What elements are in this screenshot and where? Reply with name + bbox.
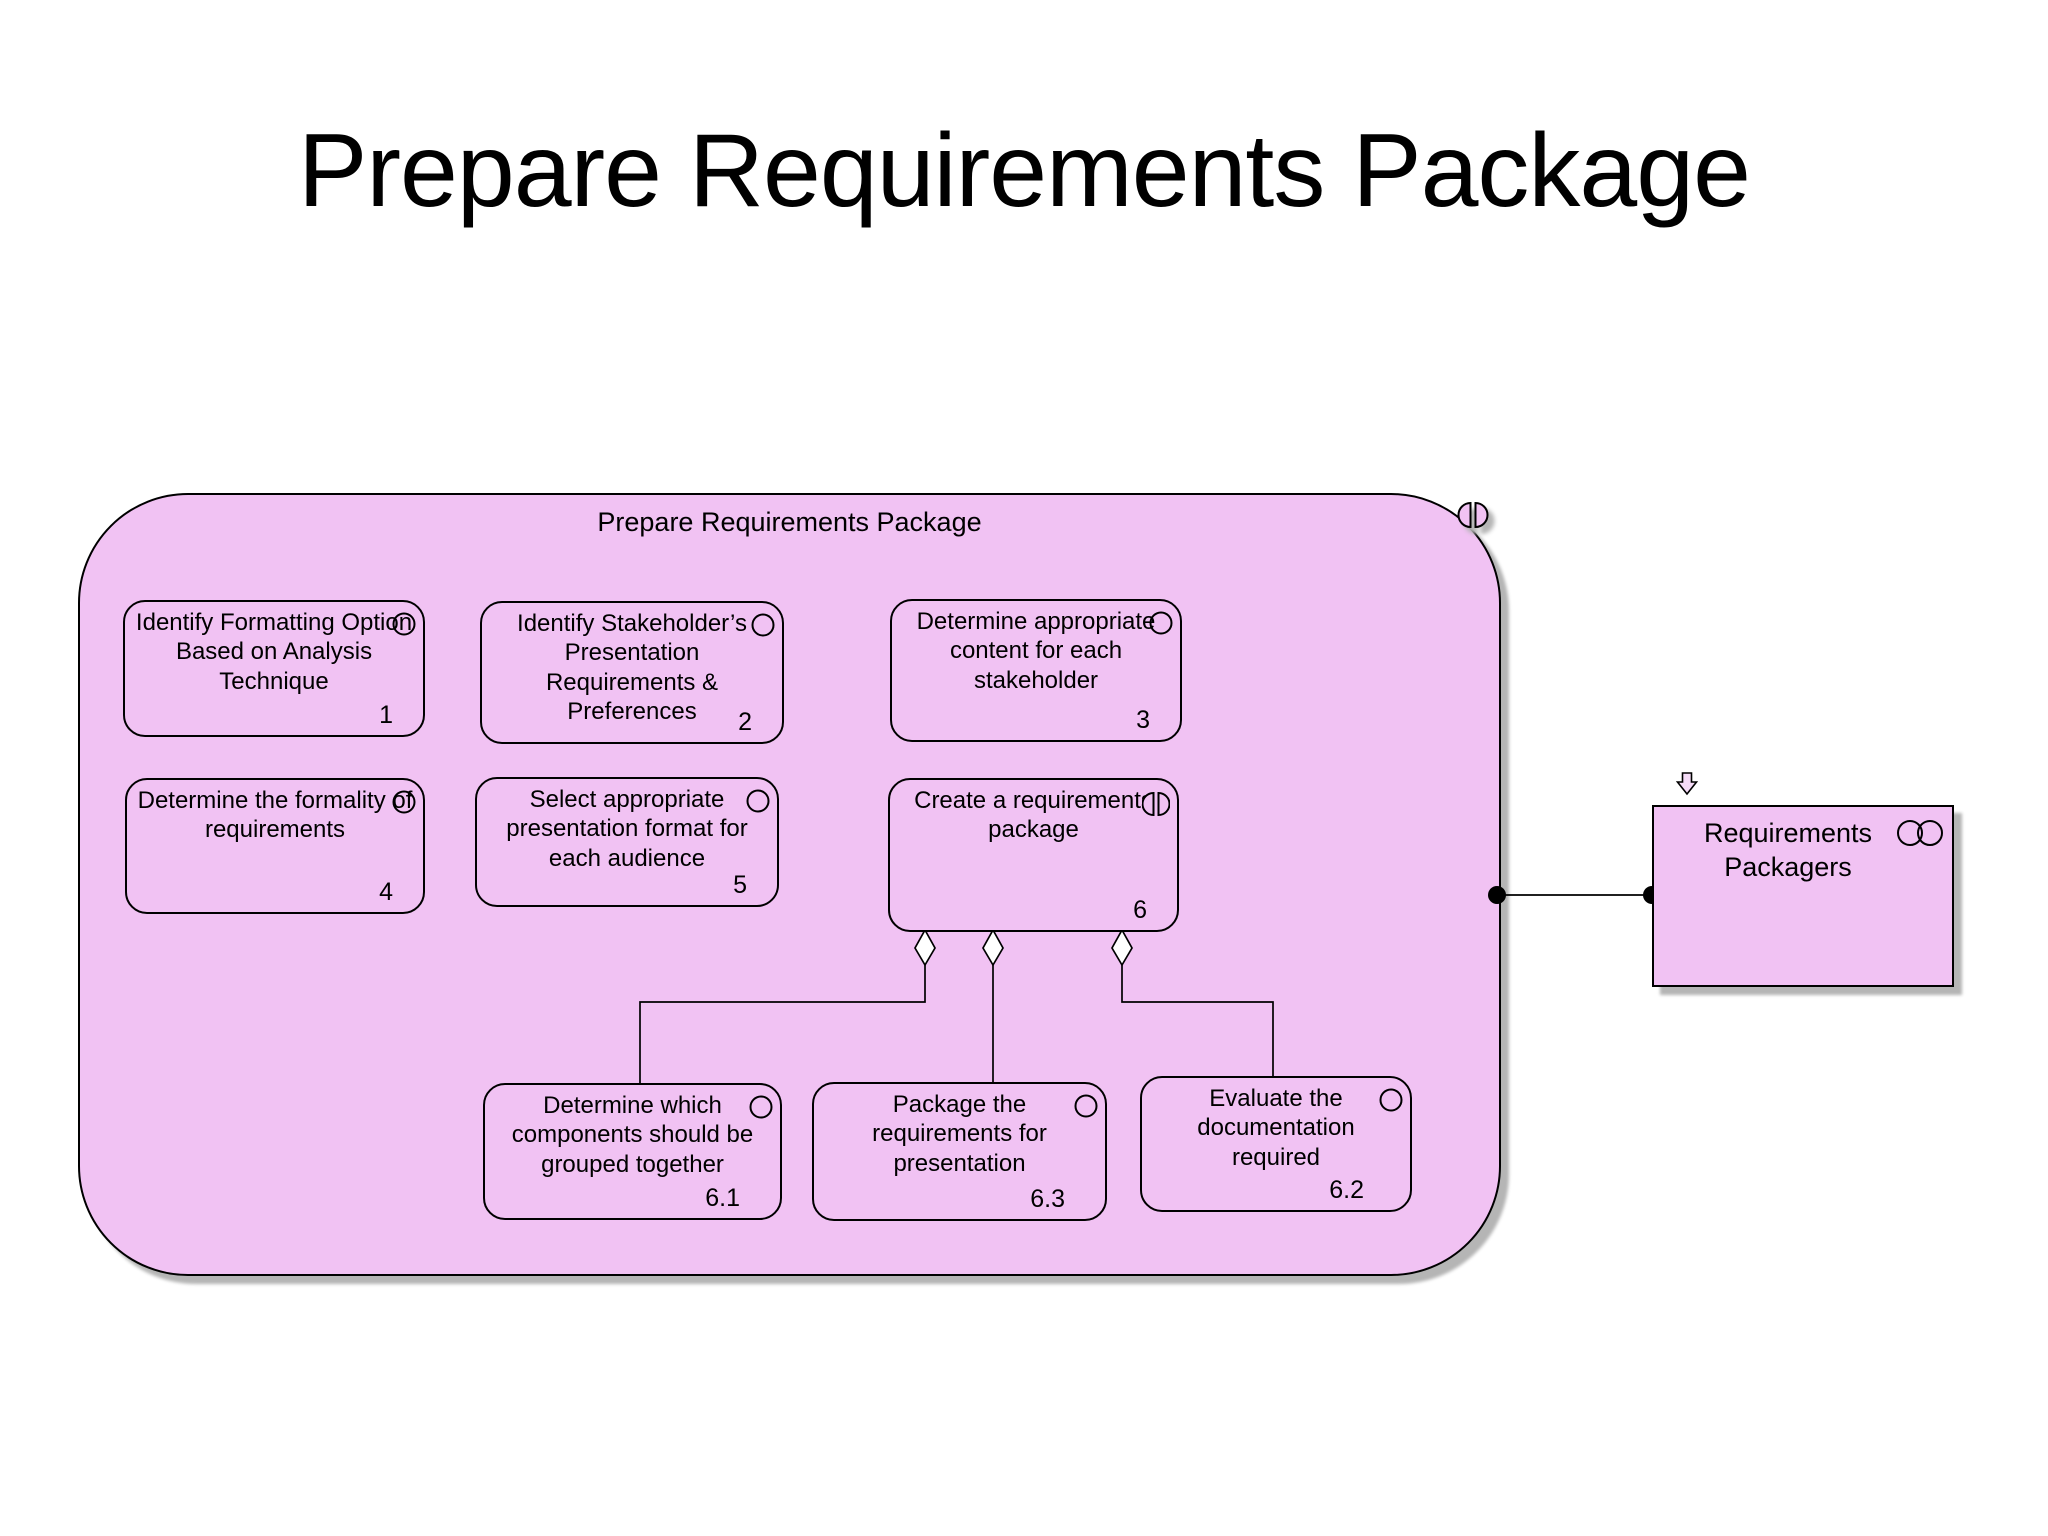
page-title: Prepare Requirements Package (298, 113, 1751, 229)
activity-circle-icon (749, 1095, 773, 1119)
external-entity-label: Requirements Packagers (1703, 818, 1873, 882)
activity-box-3[interactable]: Determine appropriate content for each s… (890, 599, 1182, 742)
role-circles-icon (1897, 820, 1943, 846)
activity-box-6-1[interactable]: Determine which components should be gro… (483, 1083, 782, 1220)
aggregation-diamond-icon (1111, 928, 1133, 967)
activity-label: Create a requirements package (914, 787, 1153, 844)
connector-line-6-to-6-2 (1121, 962, 1274, 1078)
activity-circle-icon (746, 789, 770, 813)
activity-label: Determine the formality of requirements (137, 787, 413, 844)
process-container-label: Prepare Requirements Package (597, 507, 982, 537)
activity-label: Identify Formatting Option Based on Anal… (135, 609, 413, 695)
activity-label: Determine which components should be gro… (511, 1092, 754, 1178)
activity-circle-icon (751, 613, 775, 637)
subprocess-split-circle-icon (1142, 791, 1170, 817)
process-split-circle-icon (1457, 501, 1489, 529)
link-dot-icon (1488, 886, 1506, 904)
activity-label: Evaluate the documentation required (1197, 1085, 1355, 1171)
activity-box-6-3[interactable]: Package the requirements for presentatio… (812, 1082, 1107, 1221)
activity-box-2[interactable]: Identify Stakeholder’s Presentation Requ… (480, 601, 784, 744)
activity-box-4[interactable]: Determine the formality of requirements … (125, 778, 425, 914)
activity-circle-icon (392, 790, 416, 814)
activity-label: Select appropriate presentation format f… (506, 786, 748, 872)
activity-circle-icon (1379, 1088, 1403, 1112)
activity-number: 6.1 (705, 1184, 740, 1212)
activity-circle-icon (392, 612, 416, 636)
activity-number: 6.2 (1329, 1176, 1364, 1204)
activity-label: Identify Stakeholder’s Presentation Requ… (517, 610, 747, 725)
connector-line-6-to-6-1 (639, 962, 926, 1085)
activity-number: 1 (379, 701, 393, 729)
activity-circle-icon (1149, 611, 1173, 635)
activity-number: 6.3 (1030, 1185, 1065, 1213)
activity-number: 3 (1136, 706, 1150, 734)
external-entity-box[interactable]: Requirements Packagers (1652, 805, 1954, 987)
activity-circle-icon (1074, 1094, 1098, 1118)
down-arrow-icon (1675, 772, 1699, 796)
aggregation-diamond-icon (982, 928, 1004, 967)
activity-box-6[interactable]: Create a requirements package 6 (888, 778, 1179, 932)
activity-number: 2 (738, 708, 752, 736)
activity-number: 4 (379, 878, 393, 906)
activity-box-1[interactable]: Identify Formatting Option Based on Anal… (123, 600, 425, 737)
activity-box-6-2[interactable]: Evaluate the documentation required 6.2 (1140, 1076, 1412, 1212)
aggregation-diamond-icon (914, 928, 936, 967)
activity-box-5[interactable]: Select appropriate presentation format f… (475, 777, 779, 907)
activity-label: Determine appropriate content for each s… (916, 608, 1156, 694)
activity-label: Package the requirements for presentatio… (872, 1091, 1047, 1177)
activity-number: 6 (1133, 896, 1147, 924)
activity-number: 5 (733, 871, 747, 899)
